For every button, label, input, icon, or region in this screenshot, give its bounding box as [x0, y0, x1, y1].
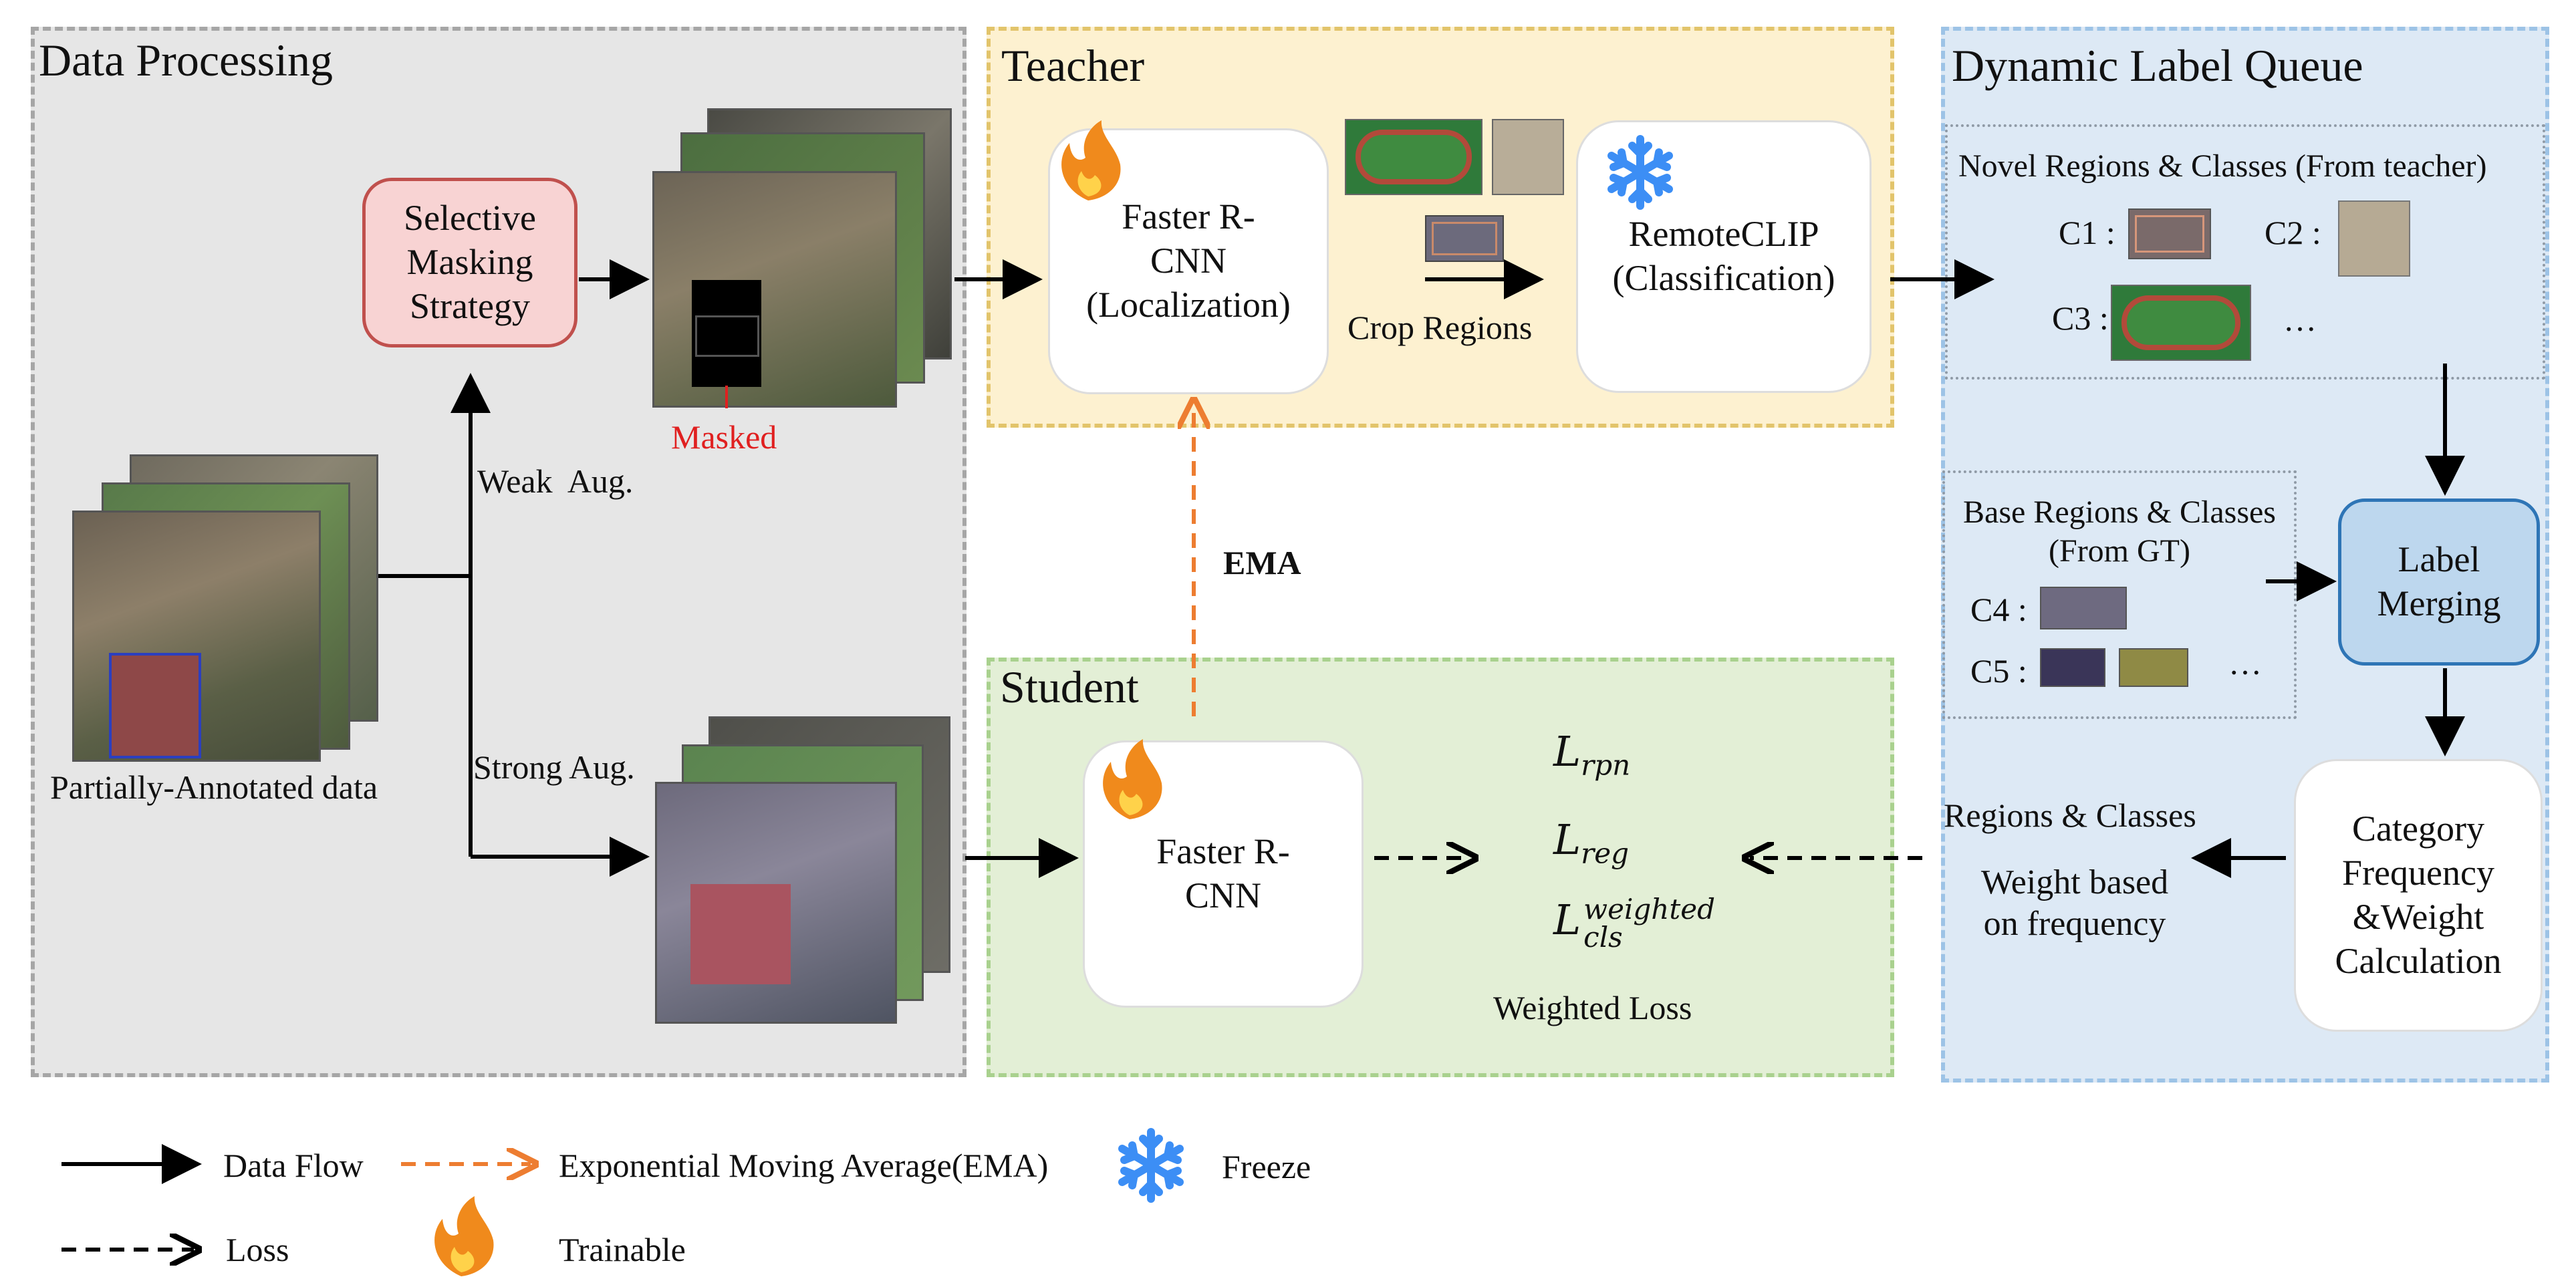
c5-label: C5 : — [1970, 652, 2027, 690]
remoteclip-line-1: RemoteCLIP — [1628, 214, 1819, 255]
weight-frequency-label: Weight based on frequency — [1954, 862, 2195, 946]
weight-line-1: Weight based — [1980, 863, 2169, 901]
regions-classes-label: Regions & Classes — [1944, 797, 2196, 834]
weight-calc-box: Category Frequency &Weight Calculation — [2294, 759, 2543, 1032]
c2-label: C2 : — [2265, 214, 2321, 251]
weighted-loss-label: Weighted Loss — [1493, 989, 1692, 1026]
masking-strategy-box: Selective Masking Strategy — [362, 178, 577, 347]
student-detector-box: Faster R- CNN — [1083, 740, 1364, 1008]
loss-reg: Lreg — [1553, 815, 1629, 869]
calc-line-2: Frequency — [2342, 853, 2494, 893]
weak-aug-label: Weak Aug. — [477, 462, 634, 500]
teacher-detector-line-2: CNN — [1150, 241, 1227, 281]
legend-data-flow: Data Flow — [223, 1147, 364, 1184]
ema-label: EMA — [1223, 544, 1301, 581]
teacher-title: Teacher — [1001, 40, 1145, 91]
masked-label: Masked — [671, 418, 777, 456]
c5-thumb-vehicle-1 — [2040, 648, 2105, 687]
teacher-detector-box: Faster R- CNN (Localization) — [1048, 128, 1329, 394]
crop-thumb-plane — [1492, 119, 1564, 195]
base-title-line-1: Base Regions & Classes — [1963, 494, 2276, 530]
loss-reg-symbol: L — [1553, 815, 1581, 864]
masking-line-2: Masking — [406, 242, 533, 283]
base-title: Base Regions & Classes (From GT) — [1942, 493, 2297, 570]
base-regions-box — [1942, 470, 2297, 719]
crop-thumb-track — [1345, 119, 1483, 195]
weight-line-2: on frequency — [1983, 905, 2166, 944]
student-detector-line-1: Faster R- — [1156, 831, 1290, 872]
legend-freeze: Freeze — [1222, 1148, 1311, 1185]
masking-line-1: Selective — [404, 198, 536, 239]
c3-thumb-track — [2111, 285, 2251, 361]
loss-rpn-sub: rpn — [1581, 748, 1631, 782]
mask-block — [695, 315, 759, 357]
loss-cls-sup: weighted — [1583, 893, 1715, 925]
legend-trainable: Trainable — [559, 1231, 686, 1268]
c1-thumb-court — [2128, 208, 2211, 259]
input-label: Partially-Annotated data — [49, 768, 378, 806]
strong-image-front — [655, 782, 897, 1024]
strong-aug-label: Strong Aug. — [473, 748, 635, 786]
crop-regions-label: Crop Regions — [1347, 309, 1533, 346]
c1-label: C1 : — [2059, 214, 2115, 251]
masking-line-3: Strategy — [410, 285, 530, 326]
calc-line-1: Category — [2352, 809, 2484, 849]
calc-line-4: Calculation — [2335, 940, 2502, 981]
data-processing-title: Data Processing — [39, 35, 334, 86]
loss-reg-sub: reg — [1581, 837, 1629, 870]
masked-image-front — [652, 171, 897, 408]
calc-line-3: &Weight — [2352, 897, 2484, 937]
loss-cls-sub: cls — [1583, 921, 1623, 954]
loss-rpn-symbol: L — [1553, 727, 1581, 776]
loss-rpn: Lrpn — [1553, 727, 1630, 781]
c4-thumb-court — [2040, 587, 2127, 629]
student-title: Student — [1000, 662, 1139, 712]
loss-cls-symbol: L — [1553, 895, 1581, 945]
novel-regions-box — [1945, 124, 2545, 380]
c2-thumb-plane — [2338, 200, 2410, 277]
strong-aug-image-stack — [655, 716, 962, 1024]
ellipsis-base: … — [2228, 644, 2262, 682]
remoteclip-line-2: (Classification) — [1612, 258, 1835, 298]
c3-label: C3 : — [2052, 299, 2109, 337]
loss-cls-weighted: L weighted cls — [1553, 895, 1715, 952]
teacher-detector-line-3: (Localization) — [1086, 284, 1291, 325]
c5-thumb-vehicle-2 — [2119, 648, 2188, 687]
merge-line-1: Label — [2398, 539, 2480, 580]
novel-title: Novel Regions & Classes (From teacher) — [1958, 148, 2487, 184]
queue-title: Dynamic Label Queue — [1952, 40, 2363, 91]
c4-label: C4 : — [1970, 591, 2027, 628]
legend-ema: Exponential Moving Average(EMA) — [559, 1147, 1049, 1184]
crop-thumb-court — [1425, 215, 1504, 262]
input-image-stack — [72, 454, 380, 762]
masked-image-stack — [652, 108, 960, 416]
base-title-line-2: (From GT) — [2049, 533, 2190, 569]
legend-loss: Loss — [226, 1231, 289, 1268]
ellipsis-novel: … — [2283, 301, 2317, 338]
teacher-detector-line-1: Faster R- — [1122, 196, 1255, 237]
aerial-image-front — [72, 511, 321, 762]
label-merging-box: Label Merging — [2338, 498, 2540, 666]
merge-line-2: Merging — [2377, 583, 2501, 623]
student-detector-line-2: CNN — [1184, 875, 1261, 915]
